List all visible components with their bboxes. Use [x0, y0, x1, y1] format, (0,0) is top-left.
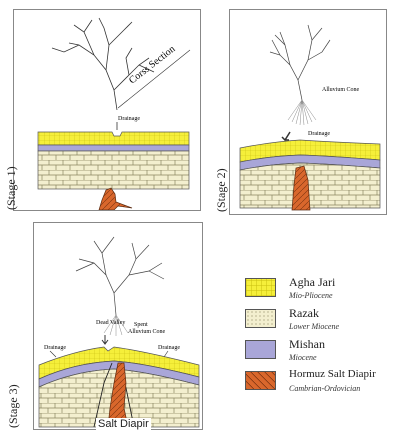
razak-layer [38, 151, 189, 189]
legend-age-hormuz-salt: Cambrian-Ordovician [289, 384, 360, 393]
drainage-network-icon [270, 25, 330, 100]
razak-layer [240, 163, 380, 208]
stage-3-label: (Stage 3) [6, 384, 21, 428]
alluvium-cone-label: Alluvium Cone [322, 87, 360, 93]
legend-swatch-hormuz-salt [245, 371, 276, 390]
drainage-right-arrow [164, 351, 168, 357]
stage-2-panel: Alluvium Cone Drainage [229, 9, 387, 215]
legend-name-agha-jari: Agha Jari [289, 275, 335, 290]
legend-name-razak: Razak [289, 306, 319, 321]
drainage-right-label: Drainage [158, 345, 180, 351]
drainage-label: Drainage [118, 116, 140, 122]
drainage-left-label: Drainage [44, 345, 66, 351]
legend-name-mishan: Mishan [289, 337, 325, 352]
agha-jari-layer [38, 132, 189, 145]
drainage-arrow [282, 132, 290, 140]
dead-valley-arrow [102, 335, 108, 344]
stage-1-diagram: Corss Section Drainage [14, 10, 200, 210]
legend-name-hormuz-salt: Hormuz Salt Diapir [289, 368, 376, 380]
stage-2-label: (Stage 2) [214, 168, 229, 212]
drainage-network-icon [76, 237, 164, 315]
drainage-network-icon [52, 18, 154, 110]
legend-age-agha-jari: Mio-Pliocene [289, 291, 333, 300]
legend-swatch-agha-jari [245, 278, 276, 297]
drainage-left-arrow [50, 351, 56, 357]
salt-diapir [99, 188, 132, 210]
stage-2-diagram: Alluvium Cone Drainage [230, 10, 386, 214]
stage-1-panel: Corss Section Drainage [13, 9, 201, 211]
stage-1-label: (Stage 1) [4, 166, 19, 210]
drainage-label: Drainage [308, 131, 330, 137]
cross-section-label: Corss Section [127, 44, 177, 87]
legend-age-razak: Lower Miocene [289, 322, 339, 331]
legend-swatch-mishan [245, 340, 276, 359]
mishan-layer [38, 145, 189, 151]
legend-swatch-razak [245, 309, 276, 328]
alluvium-cone [288, 100, 316, 125]
salt-diapir-label: Salt Diapir [96, 418, 151, 430]
dead-valley-label: Dead Valley [96, 320, 125, 326]
legend-age-mishan: Miocene [289, 353, 317, 362]
